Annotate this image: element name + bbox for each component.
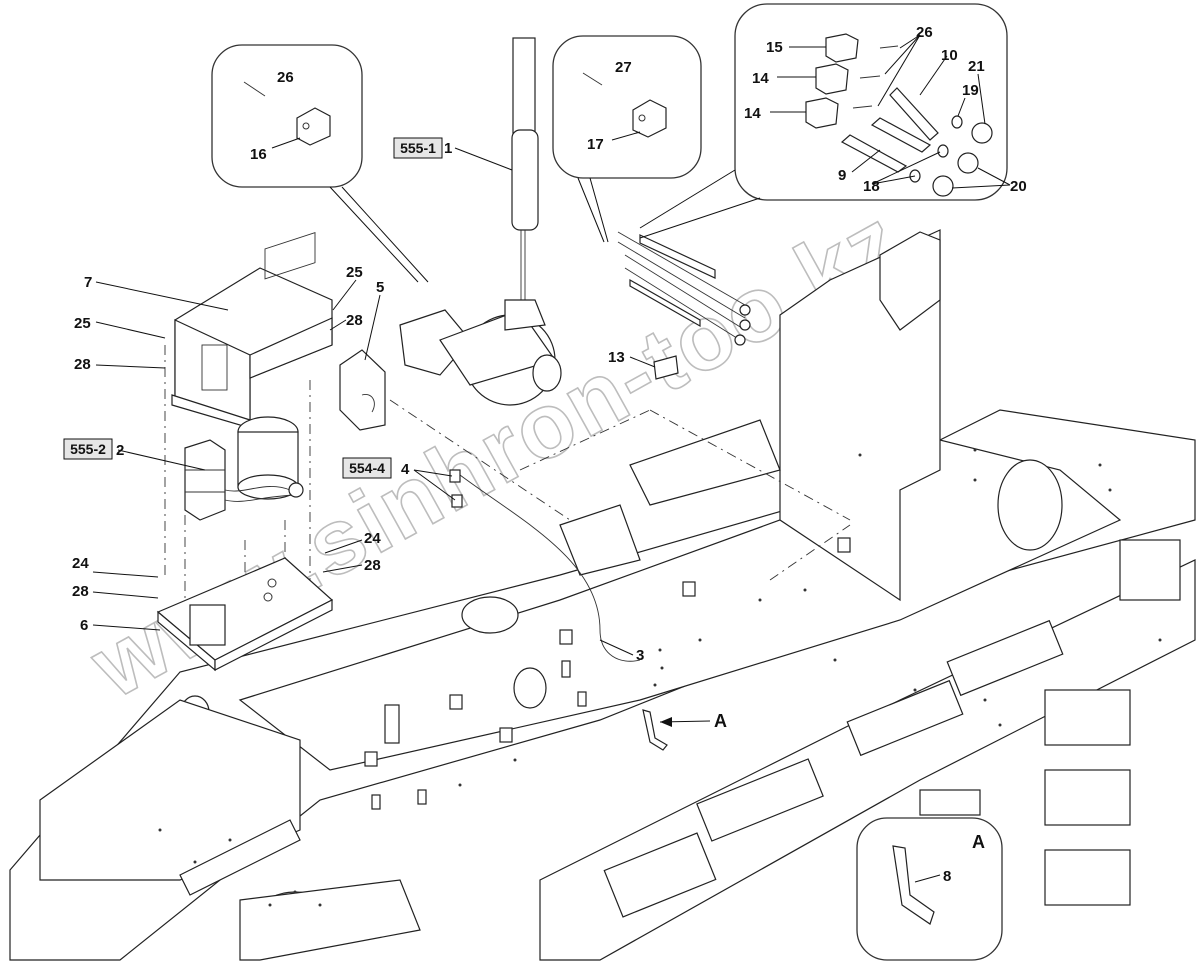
detail-bubble-16: [211, 44, 429, 283]
ref-box-555-2[interactable]: 555-2: [63, 438, 113, 460]
part-label-9: 9: [838, 167, 846, 184]
cylinder-assembly-part-1: [399, 37, 562, 406]
part-label-27: 27: [615, 59, 632, 76]
part-label-7: 7: [84, 274, 92, 291]
part-label-20: 20: [1010, 178, 1027, 195]
valve-unit-part-2: [184, 416, 304, 521]
part-label-28d: 28: [364, 557, 381, 574]
ref-box-555-1[interactable]: 555-1: [393, 137, 443, 159]
part-label-5: 5: [376, 279, 384, 296]
part-label-4: 4: [401, 461, 410, 478]
ref-box-554-4-text: 554-4: [349, 460, 385, 476]
detail-view-title: A: [972, 832, 985, 852]
part-label-14a: 14: [752, 70, 769, 87]
part-label-15: 15: [766, 39, 783, 56]
label-part-13: [653, 355, 679, 380]
installed-tubes: [617, 231, 751, 346]
ref-box-555-1-text: 555-1: [400, 140, 436, 156]
mounting-plate-part-6: [156, 557, 334, 672]
part-label-17: 17: [587, 136, 604, 153]
part-label-14b: 14: [744, 105, 761, 122]
part-label-25b: 25: [346, 264, 363, 281]
detail-bubble-17: [552, 35, 702, 243]
part-label-28c: 28: [72, 583, 89, 600]
part-label-18: 18: [863, 178, 880, 195]
detail-bubble-clamps: [639, 3, 1008, 239]
part-label-21: 21: [968, 58, 985, 75]
part-label-26b: 26: [916, 24, 933, 41]
part-label-24b: 24: [364, 530, 381, 547]
part-label-16: 16: [250, 146, 267, 163]
hook-bracket-on-frame: [642, 709, 668, 751]
view-arrow-label: A: [714, 711, 727, 731]
part-label-28a: 28: [74, 356, 91, 373]
part-label-8: 8: [943, 868, 951, 885]
part-label-2: 2: [116, 442, 124, 459]
leader-lines: [92, 34, 1011, 883]
part-label-13: 13: [608, 349, 625, 366]
bracket-part-5: [339, 349, 386, 431]
part-label-19: 19: [962, 82, 979, 99]
part-label-6: 6: [80, 617, 88, 634]
part-label-25a: 25: [74, 315, 91, 332]
cover-part-7: [171, 232, 333, 429]
part-label-26a: 26: [277, 69, 294, 86]
rivet-holes: [158, 448, 1162, 907]
part-label-3: 3: [636, 647, 644, 664]
part-label-1: 1: [444, 140, 452, 157]
part-labels: 1 2 3 4 5 6 7 8 9 10 13 14 14 15 16 17 1…: [72, 24, 1027, 885]
detail-view-a: [856, 817, 1003, 961]
ref-box-554-4[interactable]: 554-4: [342, 457, 392, 479]
chassis-frame: [9, 229, 1196, 961]
view-a-arrow: [660, 717, 672, 727]
ref-box-555-2-text: 555-2: [70, 441, 106, 457]
part-label-10: 10: [941, 47, 958, 64]
part-label-24a: 24: [72, 555, 89, 572]
part-label-28b: 28: [346, 312, 363, 329]
